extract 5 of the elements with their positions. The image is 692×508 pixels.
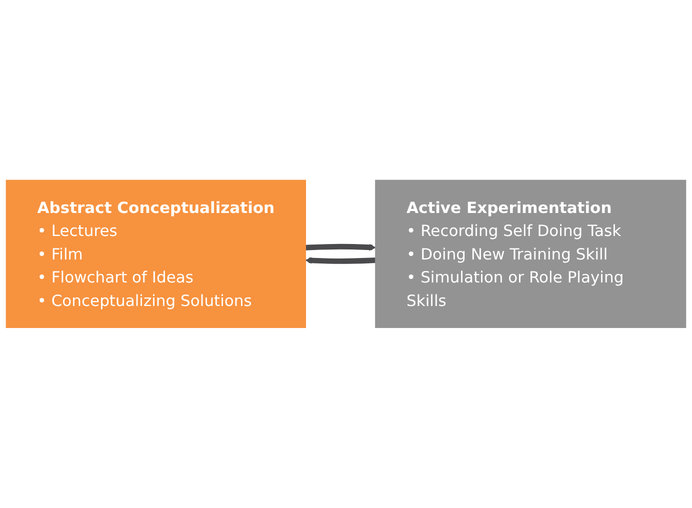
arrow bbox=[305, 257, 376, 264]
arrow bbox=[306, 244, 376, 251]
node-box bbox=[375, 180, 686, 328]
cycle-diagram: Abstract Conceptualization • Lectures • Film • Flowchart of Ideas • Conceptualizing Solutions Active Experimentation • Recording Self Doing Task • Doing New Training Skill • Simulation or Role Playing Skills bbox=[0, 174, 692, 334]
node-box bbox=[6, 180, 306, 328]
